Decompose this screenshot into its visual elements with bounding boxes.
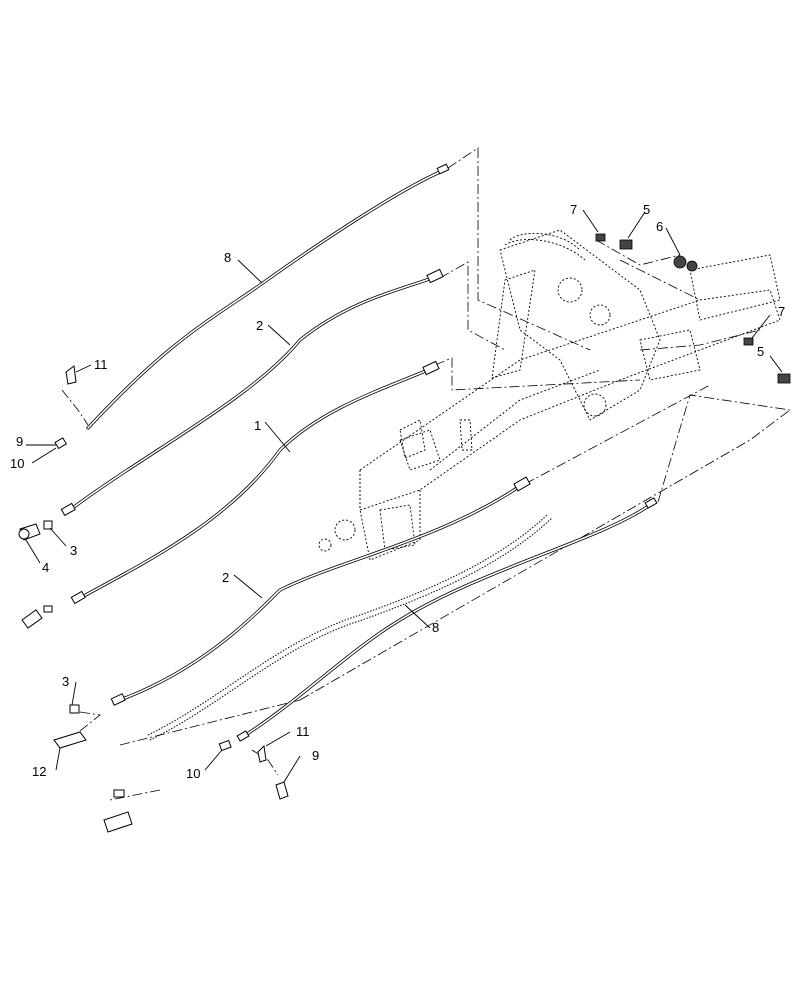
callout-7-top: 7 <box>570 202 577 217</box>
hose-1 <box>70 360 440 605</box>
fittings <box>18 233 791 833</box>
callout-5-right: 5 <box>757 344 764 359</box>
tractor-hitch-frame <box>318 229 781 561</box>
hose-8-upper <box>86 163 450 430</box>
callout-2-lower: 2 <box>222 570 229 585</box>
leader-lines <box>25 209 783 783</box>
callout-8-lower: 8 <box>432 620 439 635</box>
callout-8-upper: 8 <box>224 250 231 265</box>
callout-9-upper: 9 <box>16 434 23 449</box>
callout-2-upper: 2 <box>256 318 263 333</box>
callout-3-upper: 3 <box>70 543 77 558</box>
callout-6: 6 <box>656 219 663 234</box>
callout-7-right: 7 <box>778 304 785 319</box>
callout-3-lower: 3 <box>62 674 69 689</box>
callout-4: 4 <box>42 560 49 575</box>
hose-alternate-dotted <box>147 513 553 741</box>
callout-1: 1 <box>254 418 261 433</box>
hose-2-upper <box>60 268 444 517</box>
callout-10-upper: 10 <box>10 456 24 471</box>
callout-10-lower: 10 <box>186 766 200 781</box>
callout-11-upper: 11 <box>94 357 108 372</box>
callout-5-top: 5 <box>643 202 650 217</box>
callout-9-lower: 9 <box>312 748 319 763</box>
hose-2-lower <box>110 476 531 706</box>
hose-8-lower <box>236 497 658 742</box>
callout-labels: 1 2 2 3 3 4 5 5 6 7 7 8 8 9 9 10 10 11 1… <box>10 202 785 781</box>
assembly-centerlines <box>61 147 791 801</box>
callout-12: 12 <box>32 764 46 779</box>
callout-11-lower: 11 <box>296 724 310 739</box>
hoses <box>60 163 658 742</box>
